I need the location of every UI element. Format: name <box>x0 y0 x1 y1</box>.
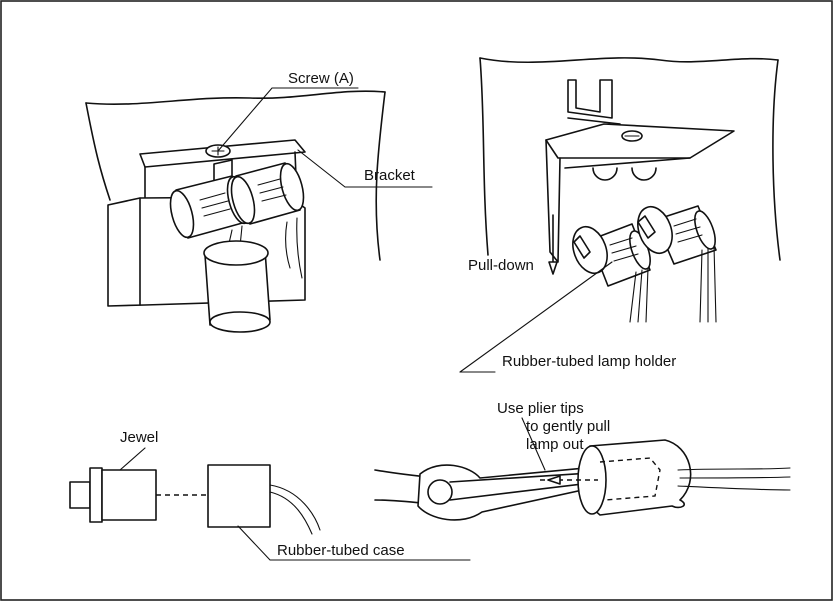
mounted-lamp-assembly <box>85 87 433 333</box>
plier-extraction <box>374 417 791 521</box>
panel2-right-edge <box>772 59 781 261</box>
lamp-holder2-right-bulb <box>637 215 656 239</box>
plier-pivot <box>427 479 453 505</box>
lamp-holder-right-front <box>279 162 305 212</box>
case-label: Rubber-tubed case <box>277 542 405 559</box>
screw-leader-line <box>217 87 359 152</box>
plier-leader-line <box>521 417 546 471</box>
bracket2-front-edge <box>564 157 691 169</box>
lamp-holder2-left-bulb <box>573 235 591 259</box>
plier-label-line1: Use plier tips <box>497 400 584 417</box>
capacitor-top <box>203 240 269 266</box>
plier-label-line3: lamp out <box>526 436 584 453</box>
tube-wires <box>677 467 791 491</box>
jewel-body <box>101 469 157 521</box>
panel2-left-edge <box>479 57 489 256</box>
lamp-holder-left-back <box>169 189 195 239</box>
bracket-leader-line <box>297 149 433 188</box>
removed-lamp-assembly <box>459 57 781 373</box>
lamp-holder2-left-hatch <box>609 237 639 262</box>
wire-right-2 <box>296 217 303 279</box>
jewel-lens <box>69 481 91 509</box>
lamp-holder-right-hatch <box>257 178 287 202</box>
lamp-holder-right-back <box>230 175 256 225</box>
bracket-label: Bracket <box>364 167 415 184</box>
bracket2-plate <box>545 123 735 159</box>
bracket-hook-base <box>567 117 621 125</box>
jewel-and-case <box>69 447 471 561</box>
rubber-tube-opening <box>577 445 607 515</box>
lamp-holder2-right-hatch <box>673 218 703 243</box>
pull-down-label: Pull-down <box>468 257 534 274</box>
pull-direction-arrowhead <box>547 475 561 485</box>
lamp-holder-leader-line <box>459 261 613 373</box>
rubber-tubed-case <box>207 464 271 528</box>
plier-label-line2: to gently pull <box>526 418 611 435</box>
capacitor-bottom <box>209 311 271 333</box>
panel-right-edge <box>375 91 386 261</box>
lamp-holder-label: Rubber-tubed lamp holder <box>502 353 677 370</box>
lamp-holder2-right-wires <box>699 245 717 323</box>
bracket2-left-leg <box>545 139 561 263</box>
lamp-holder-left-hatch <box>199 192 231 217</box>
lamp-holder2-right-end <box>694 210 716 250</box>
panel-left-edge <box>85 102 111 201</box>
screw-label: Screw (A) <box>288 70 354 87</box>
panel-top-edge <box>85 90 386 106</box>
case-wires <box>269 484 321 535</box>
wire-right-1 <box>285 221 291 269</box>
jewel-flange <box>89 467 103 523</box>
bracket2-cutout-1 <box>592 167 618 181</box>
case-leader-line <box>237 525 471 561</box>
jewel-label: Jewel <box>120 429 159 446</box>
pull-down-arrowhead <box>548 261 558 275</box>
panel2-top-edge <box>479 57 779 64</box>
lamp-holder2-left-wires <box>629 267 649 323</box>
lamp-inside-tube <box>599 457 661 501</box>
jewel-leader-line <box>119 447 146 471</box>
bracket2-cutout-2 <box>631 167 657 181</box>
bracket-hook <box>567 79 613 119</box>
